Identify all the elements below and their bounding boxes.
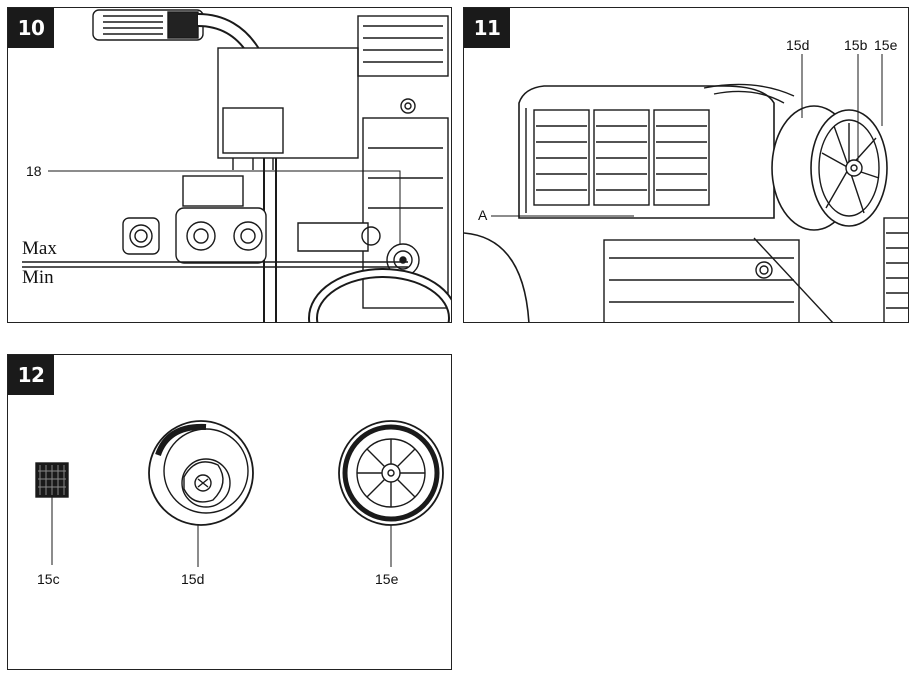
- min-label: Min: [22, 267, 54, 288]
- callout-label-15e: 15e: [375, 571, 399, 587]
- figure-number-badge: 12: [8, 355, 54, 395]
- max-label: Max: [22, 238, 57, 259]
- figure-11-panel: 11 15d 15b 15e A: [463, 7, 909, 323]
- figure-11-drawing: [464, 54, 908, 322]
- callout-label-A: A: [478, 207, 488, 223]
- callout-label-15d: 15d: [181, 571, 205, 587]
- figure-number-badge: 11: [464, 8, 510, 48]
- figure-10-panel: 10 18 Max Min: [7, 7, 452, 323]
- figure-number-badge: 10: [8, 8, 54, 48]
- callout-label-15e: 15e: [874, 37, 898, 53]
- figure-12-panel: 12 15c 15d 15e: [7, 354, 452, 670]
- figure-12-drawing: [35, 420, 444, 567]
- callout-label-18: 18: [26, 163, 42, 179]
- callout-label-15d: 15d: [786, 37, 810, 53]
- figure-10-drawing: [22, 9, 451, 322]
- callout-label-15b: 15b: [844, 37, 868, 53]
- callout-label-15c: 15c: [37, 571, 60, 587]
